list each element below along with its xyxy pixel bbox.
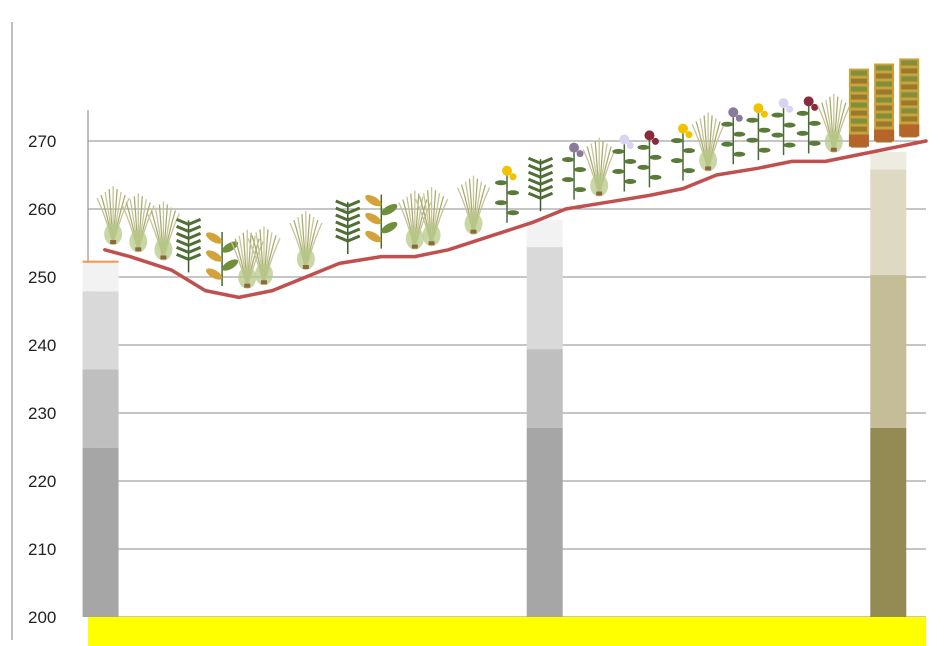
soil-layer xyxy=(82,369,119,448)
ground-band-rect xyxy=(88,617,926,646)
y-tick-label: 250 xyxy=(28,268,56,287)
grass-icon xyxy=(582,137,616,197)
soil-column xyxy=(870,151,907,617)
yellow-flower-icon xyxy=(495,165,519,223)
grass-icon xyxy=(146,201,181,261)
grass-icon xyxy=(96,186,130,246)
white-flower-icon xyxy=(771,98,796,156)
soil-layer xyxy=(82,262,119,292)
y-tick-label: 200 xyxy=(28,608,56,627)
fern-icon xyxy=(175,218,202,273)
ground-band xyxy=(88,617,926,646)
reed-icon xyxy=(848,68,869,148)
soil-layer xyxy=(82,291,119,370)
grass-icon xyxy=(456,175,491,235)
plant-illustrations xyxy=(96,58,920,289)
soil-layer xyxy=(870,274,907,428)
y-tick-label: 230 xyxy=(28,404,56,423)
y-tick-label: 220 xyxy=(28,472,56,491)
white-flower-icon xyxy=(612,134,637,192)
grass-icon xyxy=(247,226,281,286)
grass-icon xyxy=(691,112,725,172)
reed-icon xyxy=(899,58,920,138)
yellow-flower-icon xyxy=(746,103,771,161)
soil-layer xyxy=(526,349,563,428)
soil-layer xyxy=(82,260,119,263)
soil-columns xyxy=(82,151,907,617)
y-axis-tick-labels: 200 210 220 230 240 250 260 270 xyxy=(28,132,56,627)
soil-layer xyxy=(870,151,907,170)
soil-layer xyxy=(870,427,907,617)
soil-layer xyxy=(526,219,563,248)
soil-layer xyxy=(82,447,119,617)
leafy-plant-icon xyxy=(206,232,239,286)
y-tick-label: 240 xyxy=(28,336,56,355)
red-flower-icon xyxy=(637,130,662,188)
red-flower-icon xyxy=(796,96,821,154)
grass-icon xyxy=(817,93,851,153)
soil-layer xyxy=(526,247,563,350)
series-line xyxy=(103,139,928,300)
soil-column xyxy=(526,219,563,617)
grass-icon xyxy=(121,193,155,253)
y-tick-label: 210 xyxy=(28,540,56,559)
line-series xyxy=(103,139,928,300)
fern-icon xyxy=(335,199,361,255)
leafy-plant-icon xyxy=(365,194,398,249)
fern-icon xyxy=(527,156,554,212)
grass-icon xyxy=(414,187,449,247)
reed-icon xyxy=(874,63,895,143)
y-tick-label: 270 xyxy=(28,132,56,151)
purple-flower-icon xyxy=(721,107,746,165)
y-tick-label: 260 xyxy=(28,200,56,219)
grass-icon xyxy=(289,211,323,270)
soil-column xyxy=(82,260,119,617)
purple-flower-icon xyxy=(562,142,587,200)
soil-layer xyxy=(526,427,563,617)
soil-layer xyxy=(870,169,907,275)
yellow-flower-icon xyxy=(670,123,695,181)
